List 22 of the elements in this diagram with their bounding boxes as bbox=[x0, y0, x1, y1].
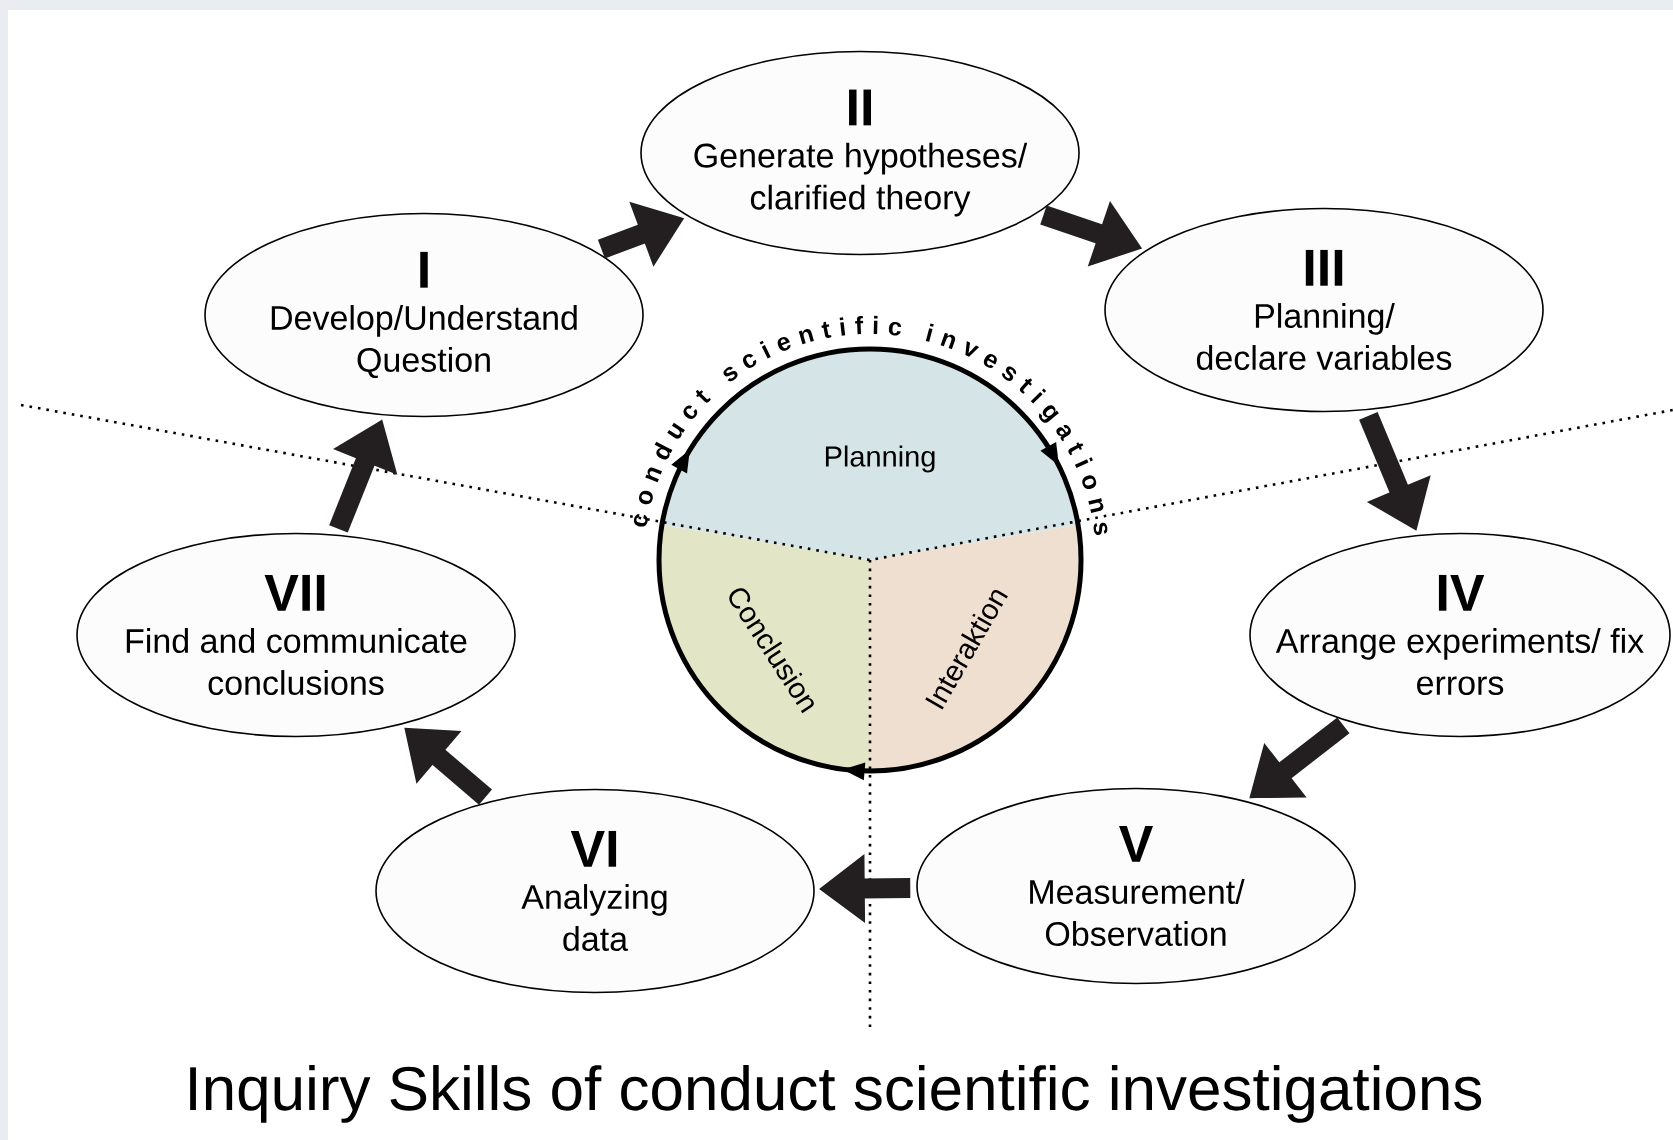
stage-numeral: I bbox=[420, 251, 428, 288]
stage-label: Planning/ declare variables bbox=[1196, 303, 1452, 371]
stage-numeral: III bbox=[1305, 249, 1343, 286]
stage-numeral: V bbox=[1119, 825, 1153, 862]
stage-ellipse bbox=[640, 50, 1080, 256]
stage-numeral: II bbox=[849, 89, 871, 126]
stage-numeral: VII bbox=[264, 574, 325, 611]
stage-label: Analyzing data bbox=[521, 884, 667, 952]
stage-numeral: VI bbox=[570, 830, 617, 867]
stage-ellipse bbox=[1249, 532, 1671, 738]
stage-label: Arrange experiments/ fix errors bbox=[1275, 628, 1644, 696]
stage-label: Develop/Understand Question bbox=[271, 305, 577, 379]
stage-ellipse bbox=[76, 532, 516, 738]
stage-label: Measurement/ Observation bbox=[1030, 879, 1245, 947]
stage-label: Find and communicate conclusions bbox=[126, 628, 467, 696]
stage-ellipse bbox=[916, 787, 1356, 985]
stage-numeral: IV bbox=[1438, 574, 1485, 611]
stage-ellipse bbox=[375, 788, 815, 994]
stage-ellipse bbox=[1104, 207, 1544, 413]
stage-label: Generate hypotheses/ clarified theory bbox=[694, 142, 1028, 217]
title: Inquiry Skills of conduct scientific investigations bbox=[190, 1065, 1482, 1123]
stage-ellipse bbox=[204, 212, 644, 418]
